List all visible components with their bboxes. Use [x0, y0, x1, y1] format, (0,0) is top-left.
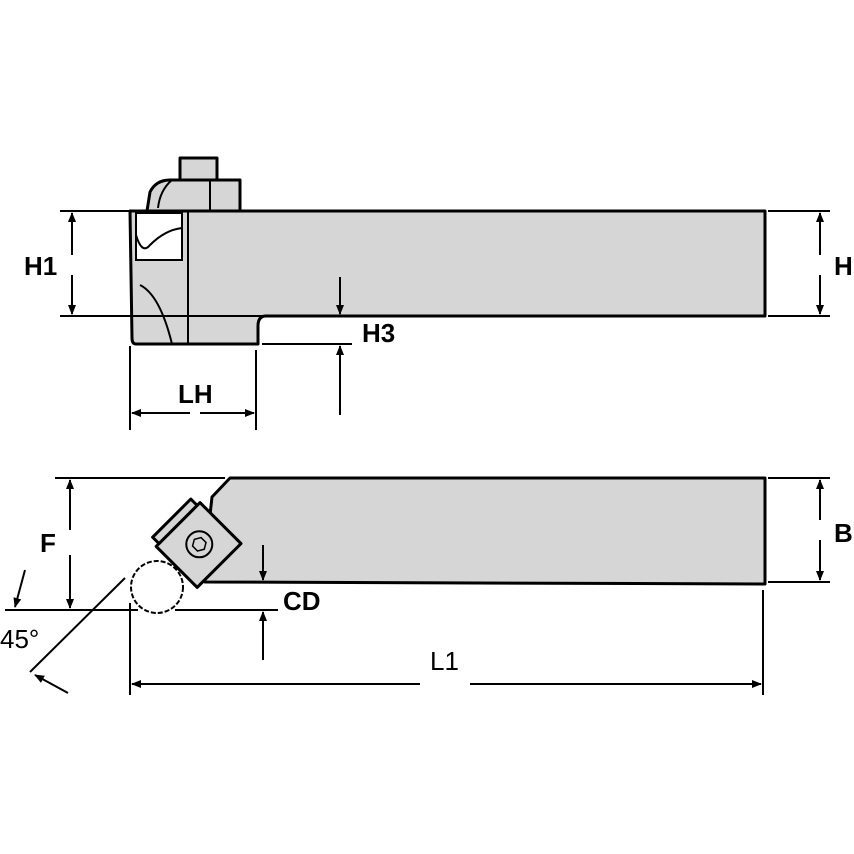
hex-socket-icon: [191, 536, 207, 552]
shank-top-view: [128, 209, 767, 346]
insert-seat: [151, 497, 243, 589]
h1-label: H1: [24, 251, 57, 281]
h-label: H: [834, 251, 853, 281]
insert-contour: [135, 227, 183, 250]
seat-rail: [151, 497, 199, 546]
angle-arrow-top: [13, 569, 26, 608]
h3-label: H3: [362, 318, 395, 348]
shank-bottom-view: [203, 476, 767, 586]
round-insert: [130, 560, 184, 614]
bottom-view: F CD B L1 45°: [0, 476, 853, 695]
clamp-pin: [178, 156, 219, 182]
clamp: [145, 156, 242, 213]
angle-line: [29, 577, 126, 673]
cd-label: CD: [283, 586, 321, 616]
top-view: H1 H H3 LH: [24, 156, 853, 430]
clamp-body: [145, 178, 242, 213]
angle-label: 45°: [0, 624, 39, 654]
b-label: B: [834, 518, 853, 548]
insert-side-contour: [139, 284, 173, 345]
l1-label: L1: [430, 646, 459, 676]
lh-label: LH: [178, 379, 213, 409]
f-label: F: [40, 528, 56, 558]
clamp-contour: [157, 179, 173, 209]
angle-arrow-bottom: [34, 674, 69, 694]
screw-icon: [185, 530, 214, 559]
